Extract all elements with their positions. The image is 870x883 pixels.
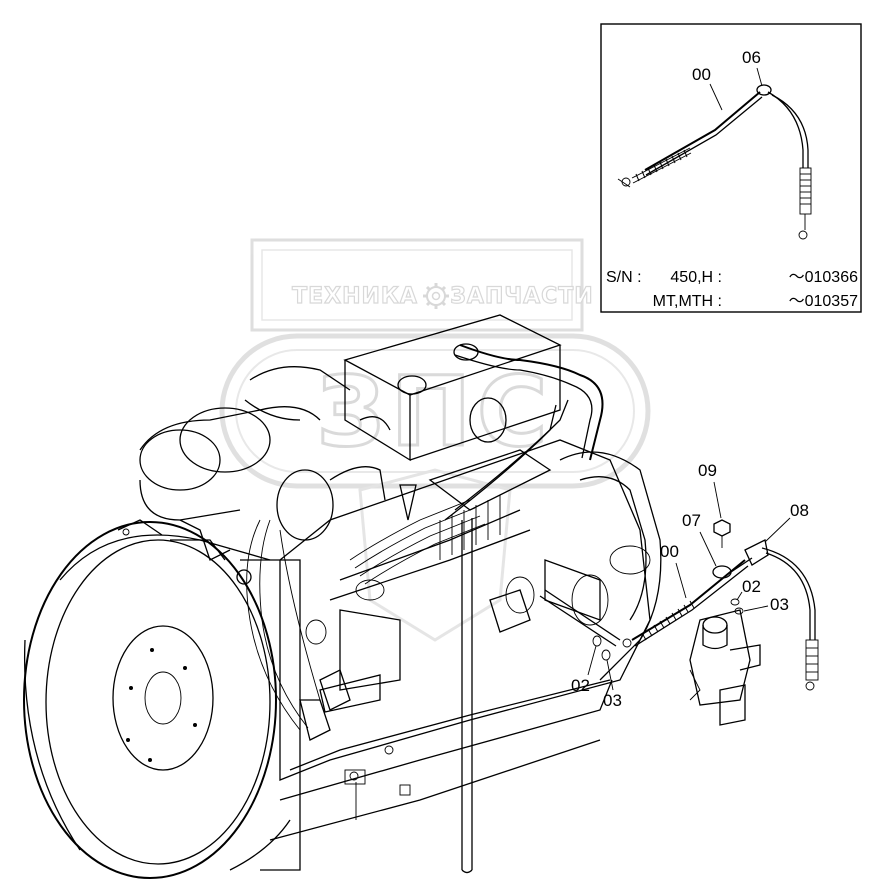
dipstick-tube [444,399,569,874]
injection-pump-bracket [689,609,761,726]
inset-callout-00: 00 [692,65,711,84]
harness [170,519,351,741]
engine-drawing [23,314,662,879]
serial-table: S/N : 450,H : ～010366 MT,MTH : ～010357 [606,269,858,310]
flywheel-housing [23,519,301,879]
callout-09: 09 [698,461,717,480]
injection-pump [305,449,552,713]
throttle-cable [592,519,819,726]
watermark-logo-text: ЗПС [317,356,554,468]
washer-02-right [730,598,740,606]
watermark-right-text: ЗАПЧАСТИ [450,284,593,309]
timing-case [505,451,662,681]
callout-03-left: 03 [603,691,622,710]
callout-03-right: 03 [770,595,789,614]
callout-08: 08 [790,501,809,520]
inset-panel: 00 06 S/N : 450,H : ～010366 MT,MTH : ～01… [600,23,862,313]
bolt-09 [713,519,731,548]
serial-model-2: MT,MTH : [653,293,722,310]
serial-key: S/N : [606,269,642,286]
nut-03-left [601,649,611,661]
callout-02-right: 02 [742,577,761,596]
cylinder-head [343,314,604,521]
watermark: ТЕХНИКА ЗАПЧАСТИ ЗПС [219,238,651,642]
serial-model-1: 450,H : [670,269,722,286]
callout-00: 00 [660,542,679,561]
gear-icon [423,283,449,309]
watermark-left-text: ТЕХНИКА [292,284,418,309]
callout-07: 07 [682,511,701,530]
serial-range-1: ～010366 [789,269,858,286]
washer-02-left [592,635,602,647]
inset-throttle-cable [617,84,812,240]
inset-callout-06: 06 [742,48,761,67]
callout-02-left: 02 [571,676,590,695]
callouts: 09 08 07 00 02 03 02 03 [571,461,809,710]
serial-range-2: ～010357 [789,293,858,310]
turbo-manifold [139,366,386,541]
